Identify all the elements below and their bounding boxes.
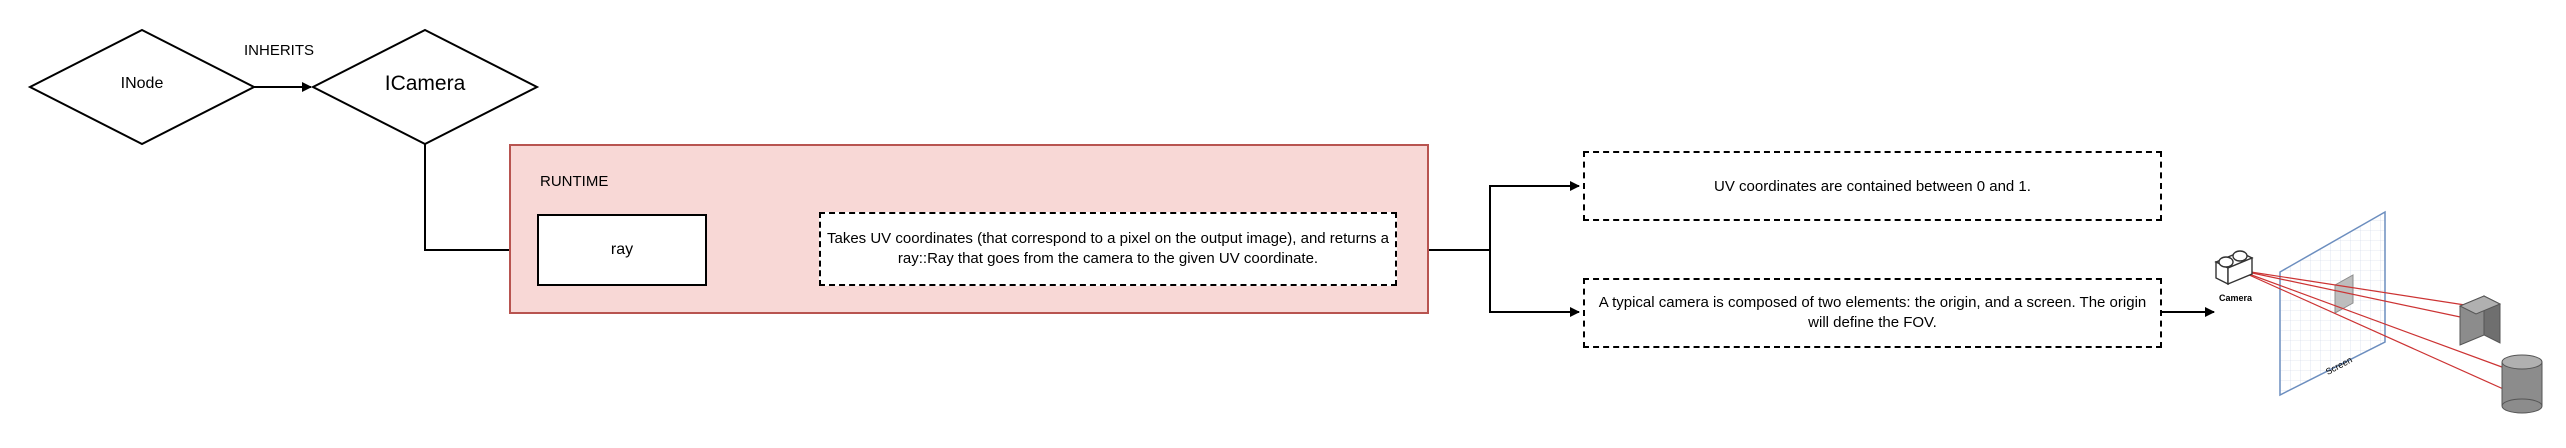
ray-lines (2237, 269, 2511, 393)
ray-description-node[interactable]: Takes UV coordinates (that correspond to… (819, 212, 1397, 286)
camera-icon (2214, 250, 2254, 286)
inherits-label: INHERITS (244, 42, 315, 59)
camera-label: Camera (2219, 293, 2253, 303)
screen-pixel-highlight (2334, 274, 2354, 314)
uv-note-node[interactable]: UV coordinates are contained between 0 a… (1583, 151, 2162, 221)
camera-note-node[interactable]: A typical camera is composed of two elem… (1583, 278, 2162, 348)
camera-note-text: A typical camera is composed of two elem… (1598, 294, 2147, 331)
runtime-group-label: RUNTIME (540, 173, 609, 190)
ray-description-text: Takes UV coordinates (that correspond to… (827, 230, 1389, 267)
icamera-label: ICamera (384, 72, 466, 95)
uv-note-text: UV coordinates are contained between 0 a… (1714, 177, 2031, 195)
screen-plane (2279, 210, 2386, 397)
description-to-camera-note-edge[interactable] (1489, 250, 1580, 317)
icamera-to-ray-edge[interactable] (424, 144, 536, 255)
ray-node[interactable]: ray (537, 214, 707, 286)
inode-label: INode (120, 75, 164, 92)
inode-diamond[interactable] (27, 28, 257, 146)
camera-illustration (2214, 210, 2543, 414)
description-to-uv-note-edge[interactable] (1397, 181, 1580, 251)
ray-node-label: ray (610, 241, 634, 258)
cylinder-object (2501, 354, 2543, 414)
cube-object (2458, 295, 2502, 346)
